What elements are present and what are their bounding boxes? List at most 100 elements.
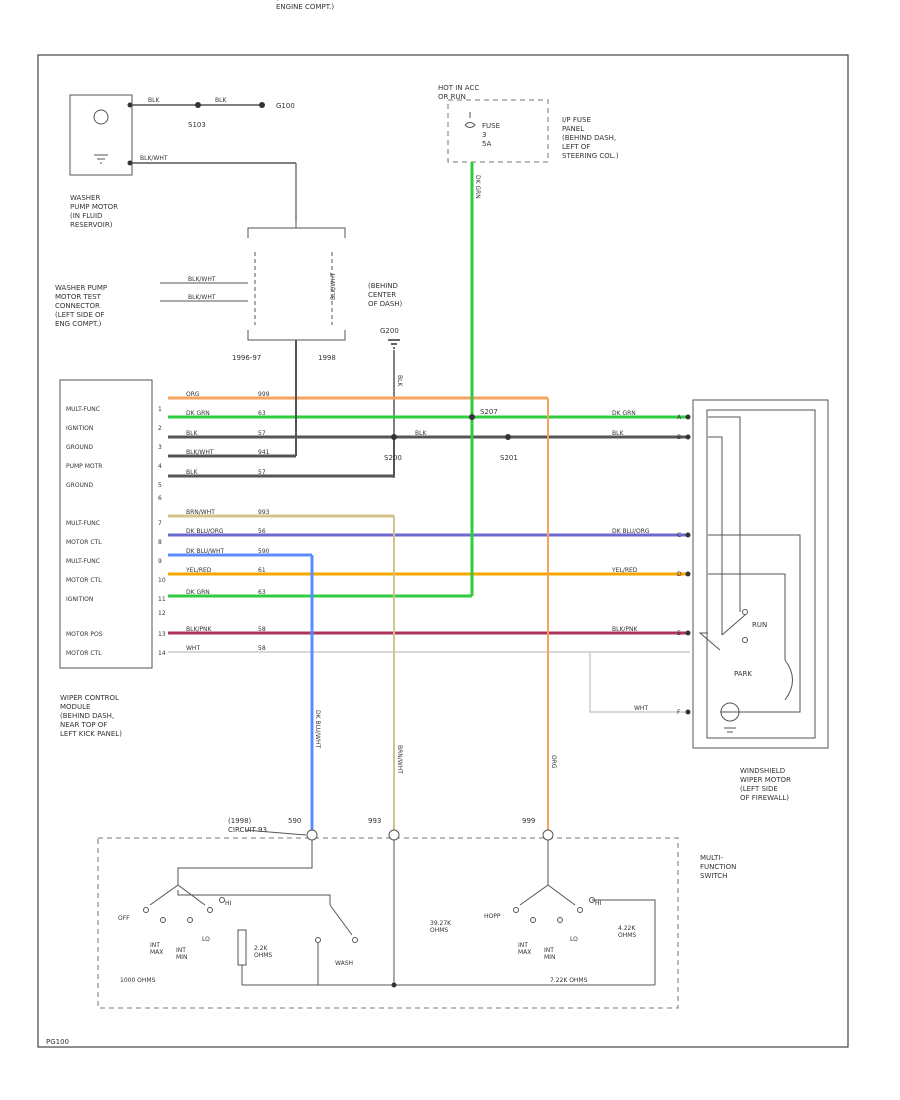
ground-g200-icon	[388, 339, 400, 349]
v-wire-orange-label: ORG	[550, 755, 557, 769]
ground-g100-note: (LEFT FRONT OFENGINE COMPT.)	[276, 0, 334, 11]
module-pin-label: MULT-FUNC	[66, 406, 100, 413]
module-pin-label: MULT-FUNC	[66, 558, 100, 565]
motor-pin-letter: F	[677, 709, 681, 716]
harness-wire-label: DK GRN	[186, 410, 210, 417]
motor-inner-box	[706, 409, 816, 739]
harness-wire-label: DK BLU/ORG	[186, 528, 224, 535]
module-pin-label: MOTOR CTL	[66, 577, 102, 584]
harness-wire-circuit: 941	[258, 449, 270, 456]
motor-wire-label: WHT	[634, 705, 648, 712]
splice-s201	[505, 434, 511, 440]
fuse-icon	[464, 112, 476, 128]
switch-pin-999	[542, 829, 554, 841]
harness-wire-circuit: 590	[258, 548, 270, 555]
module-pin-label: PUMP MOTR	[66, 463, 102, 470]
harness-wire-circuit: 56	[258, 528, 266, 535]
harness-wire-label: DK BLU/WHT	[186, 548, 224, 555]
splice-wire-blk: BLK	[415, 430, 427, 437]
harness-wire-segment	[708, 436, 723, 635]
splice-s103-label: S103	[188, 121, 206, 129]
harness-wire-circuit: 57	[258, 469, 266, 476]
module-pin-number: 7	[158, 520, 162, 527]
motor-outer-box	[692, 399, 829, 749]
harness-wire-label: WHT	[186, 645, 200, 652]
switch-c590: 590	[288, 817, 301, 825]
splice-s200	[391, 434, 397, 440]
module-pin-number: 8	[158, 539, 162, 546]
wash-switch-arm	[329, 904, 353, 936]
motor-armature-icon	[720, 702, 740, 722]
module-pin-number: 6	[158, 495, 162, 502]
motor-pin-terminal	[685, 571, 691, 577]
module-pin-label: MOTOR POS	[66, 631, 103, 638]
right-pos-hopp: HOPP	[484, 913, 501, 920]
park-cam	[784, 659, 793, 701]
ground-g100-label: G100	[276, 102, 295, 110]
splice-s207	[469, 414, 475, 420]
harness-wire-circuit: 63	[258, 589, 266, 596]
motor-ground-icon	[724, 727, 736, 733]
motor-pin-terminal	[685, 532, 691, 538]
harness-wire-label: BLK	[186, 469, 198, 476]
left-pos-hi: HI	[225, 900, 232, 907]
resistor-1000	[237, 929, 247, 966]
harness-wire-segment	[708, 534, 801, 713]
motor-pin-letter: E	[677, 630, 681, 637]
left-pos-off: OFF	[118, 915, 130, 922]
motor-wire-label: YEL/RED	[611, 567, 638, 574]
switch-c999: 999	[522, 817, 535, 825]
motor-park-label: PARK	[734, 670, 752, 678]
motor-pin-letter: C	[677, 532, 681, 539]
harness-wire-label: ORG	[186, 391, 200, 398]
motor-pin-terminal	[685, 414, 691, 420]
footer-id: PG100	[46, 1038, 69, 1046]
module-pin-label: IGNITION	[66, 425, 93, 432]
module-pin-number: 3	[158, 444, 162, 451]
switch-pin-993	[388, 829, 400, 841]
wash-label: WASH	[335, 960, 353, 967]
pump-wire1-label: BLK	[148, 97, 160, 104]
module-pin-number: 11	[158, 596, 166, 603]
pump-wire-mid-label: BLK	[215, 97, 227, 104]
module-pin-number: 9	[158, 558, 162, 565]
module-pin-label: MULT-FUNC	[66, 520, 100, 527]
switch-pin-590	[306, 829, 318, 841]
motor-pin-terminal	[685, 630, 691, 636]
module-pin-number: 10	[158, 577, 166, 584]
harness-wire-circuit: 58	[258, 626, 266, 633]
motor-pin-terminal	[685, 709, 691, 715]
module-pin-number: 12	[158, 610, 166, 617]
splice-s207-label: S207	[480, 408, 498, 416]
washer-pump-box	[69, 94, 133, 176]
ground-g100-icon	[259, 102, 265, 108]
harness-wire-label: BRN/WHT	[186, 509, 215, 516]
motor-pin-terminal	[685, 434, 691, 440]
connector-wire-b: BLK/WHT	[188, 294, 216, 301]
connector-year2: 1998	[318, 354, 336, 362]
pump-ground-icon	[94, 154, 108, 164]
module-pin-label: IGNITION	[66, 596, 93, 603]
module-pin-number: 5	[158, 482, 162, 489]
motor-run-label: RUN	[752, 621, 767, 629]
